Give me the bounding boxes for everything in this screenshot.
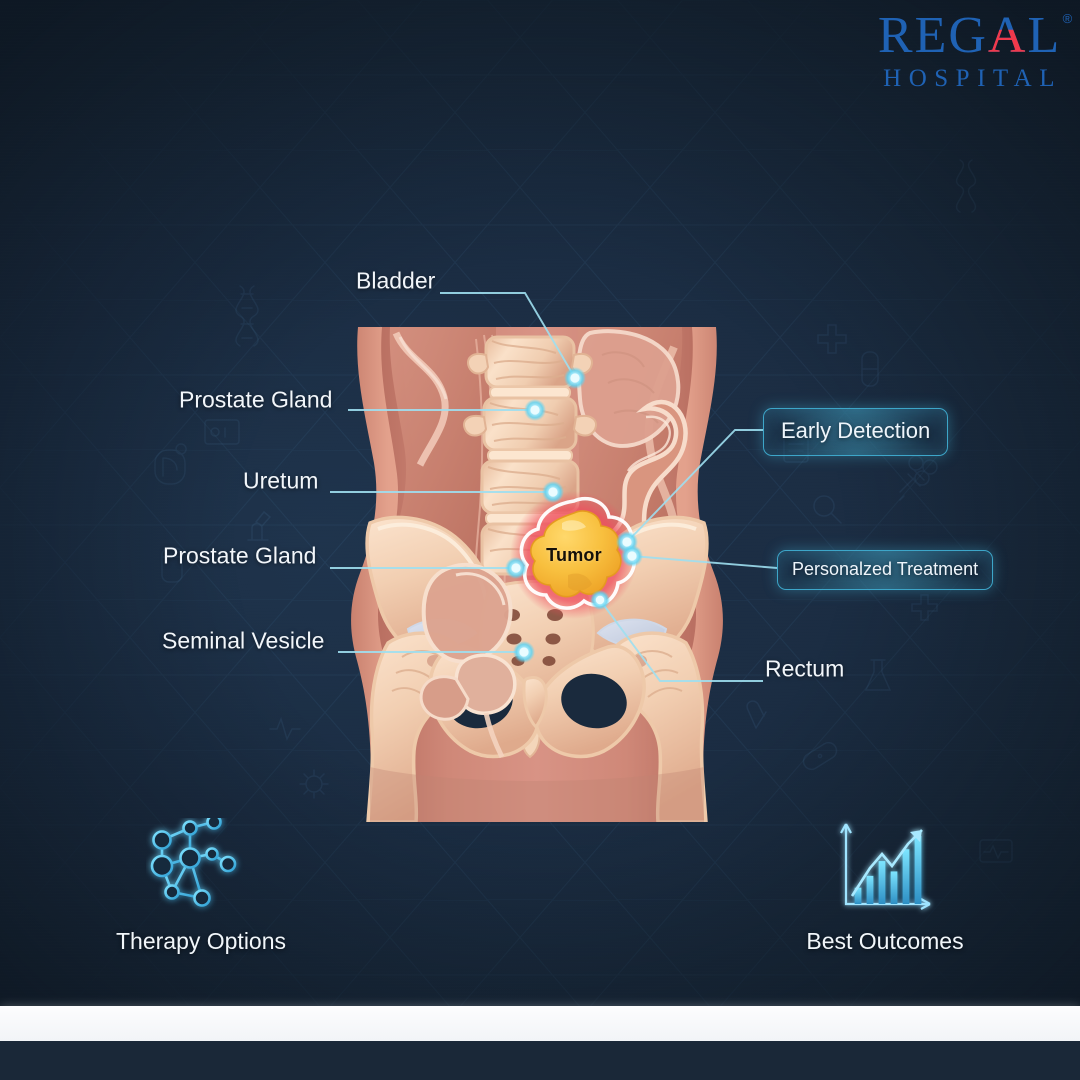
tumor-specular-highlight	[562, 520, 586, 531]
callout-chip-personalzed-treatment[interactable]: Personalzed Treatment	[777, 550, 994, 590]
rectum-highlight	[626, 415, 671, 472]
chart-bar	[866, 875, 874, 904]
leader-line-bladder	[440, 292, 576, 379]
feature-best-outcomes[interactable]: Best Outcomes	[755, 818, 1015, 955]
registered-trademark-icon: ®	[1062, 11, 1075, 26]
pubic-symphysis	[522, 676, 548, 730]
chart-bar	[854, 887, 862, 904]
brand-logo-letter-l: L	[1027, 7, 1062, 64]
chart-axes	[840, 823, 931, 910]
label-uretum: Uretum	[243, 467, 319, 494]
chart-bar	[914, 835, 922, 904]
leader-line-rectum	[599, 599, 763, 682]
brand-logo-letter-a-red-overlay: A	[987, 7, 1028, 64]
leader-line-personalzed-treatment	[631, 555, 778, 569]
tumor-outline-ring	[519, 496, 637, 610]
tumor-body	[530, 510, 622, 598]
tumor-label: Tumor	[546, 544, 602, 565]
bottom-footer-area	[0, 1041, 1080, 1080]
urethra-tube	[483, 712, 505, 759]
chart-trend-arrow	[850, 829, 923, 897]
growth-bar-chart-icon	[755, 818, 1015, 918]
label-prostate-gland-upper: Prostate Gland	[179, 386, 333, 413]
chart-bar	[902, 849, 910, 904]
feature-caption-therapy-options: Therapy Options	[115, 928, 287, 954]
feature-therapy-options[interactable]: Therapy Options	[71, 818, 331, 955]
brand-logo-subtitle: HOSPITAL	[883, 65, 1062, 92]
callout-chip-early-detection[interactable]: Early Detection	[763, 408, 949, 456]
leader-dots	[505, 367, 643, 663]
tumor-inner-shading	[568, 573, 592, 591]
bottom-white-divider	[0, 1006, 1080, 1041]
bladder-highlight	[455, 572, 506, 606]
chart-bar	[878, 861, 886, 904]
feature-caption-best-outcomes: Best Outcomes	[806, 928, 964, 954]
colon-highlight-left	[398, 336, 448, 400]
label-prostate-gland-lower: Prostate Gland	[163, 542, 317, 569]
leader-line-early-detection	[626, 429, 763, 543]
label-rectum: Rectum	[765, 655, 845, 682]
label-seminal-vesicle: Seminal Vesicle	[162, 627, 325, 654]
label-bladder: Bladder	[356, 267, 436, 294]
chart-bar	[890, 871, 898, 904]
tumor-marker	[508, 489, 640, 621]
seminal-vesicle-organ	[419, 675, 470, 721]
brand-logo-letter-e: E	[914, 7, 949, 64]
chart-bars	[854, 835, 922, 904]
molecule-network-icon	[71, 818, 331, 918]
brand-logo-letter-g: G	[948, 7, 988, 64]
lower-tissue-shading	[370, 767, 704, 822]
brand-logo-letter-r: R	[877, 7, 915, 64]
chart-trend-arrowhead	[910, 830, 922, 842]
obturator-foramen-right	[561, 673, 627, 729]
